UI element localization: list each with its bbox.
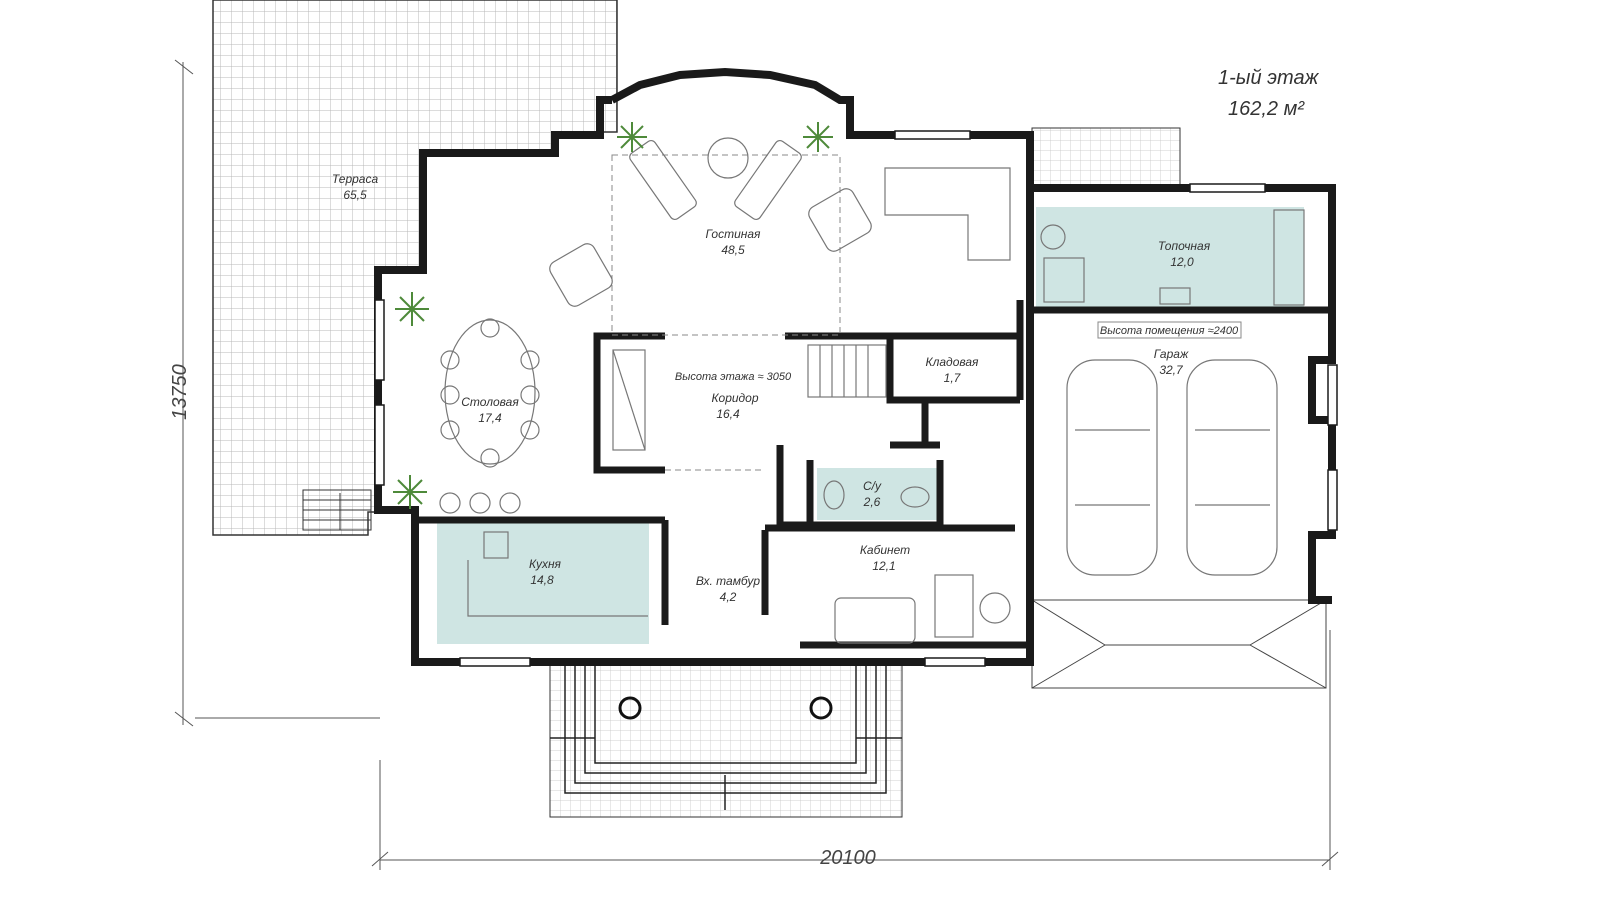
room-area-corridor: 16,4 <box>716 407 740 421</box>
plant-icon <box>803 122 833 152</box>
width-dimension: 20100 <box>819 847 876 869</box>
plant-icon <box>393 475 427 509</box>
height-dimension: 13750 <box>169 364 191 420</box>
room-name-kitchen: Кухня <box>529 557 562 571</box>
room-area-kitchen: 14,8 <box>530 573 554 587</box>
boiler-highlight <box>1036 207 1304 307</box>
room-name-vestibule: Вх. тамбур <box>696 574 761 588</box>
interior-walls <box>415 300 1332 649</box>
room-height-note-box <box>1097 321 1242 339</box>
room-name-garage: Гараж <box>1154 347 1189 361</box>
garage-canopy <box>1031 599 1327 689</box>
room-name-living: Гостиная <box>706 227 761 241</box>
room-area-garage: 32,7 <box>1159 363 1184 377</box>
room-area-dining: 17,4 <box>478 411 502 425</box>
room-area-vestibule: 4,2 <box>720 590 737 604</box>
furniture <box>439 137 1305 644</box>
floor-area: 162,2 м² <box>1228 98 1305 120</box>
boiler-awning <box>1031 127 1181 189</box>
room-name-corridor: Коридор <box>711 391 758 405</box>
room-area-office: 12,1 <box>872 559 895 573</box>
room-area-pantry: 1,7 <box>944 371 962 385</box>
porch-column <box>618 696 642 720</box>
room-name-wc: С/у <box>863 479 882 493</box>
terrace-steps <box>302 489 372 531</box>
room-area-terrace: 65,5 <box>343 188 367 202</box>
kitchen-highlight <box>437 522 649 644</box>
plant-icon <box>395 292 429 326</box>
room-area-living: 48,5 <box>721 243 745 257</box>
room-name-office: Кабинет <box>860 543 910 557</box>
porch-steps <box>550 660 902 810</box>
floor-title: 1-ый этаж <box>1218 67 1320 89</box>
room-height-note: Высота помещения ≈2400 <box>1100 325 1239 337</box>
room-name-pantry: Кладовая <box>926 355 979 369</box>
room-name-dining: Столовая <box>461 395 519 409</box>
zone-lines <box>611 154 841 471</box>
wc-highlight <box>817 468 937 520</box>
windows <box>374 130 1338 667</box>
dimension-lines <box>174 59 1339 870</box>
room-area-boiler: 12,0 <box>1170 255 1194 269</box>
room-area-wc: 2,6 <box>863 495 881 509</box>
room-name-terrace: Терраса <box>332 172 379 186</box>
room-name-boiler: Топочная <box>1158 239 1211 253</box>
floor-height-note: Высота этажа ≈ 3050 <box>675 371 792 383</box>
plant-icon <box>617 122 647 152</box>
porch-column <box>809 696 833 720</box>
